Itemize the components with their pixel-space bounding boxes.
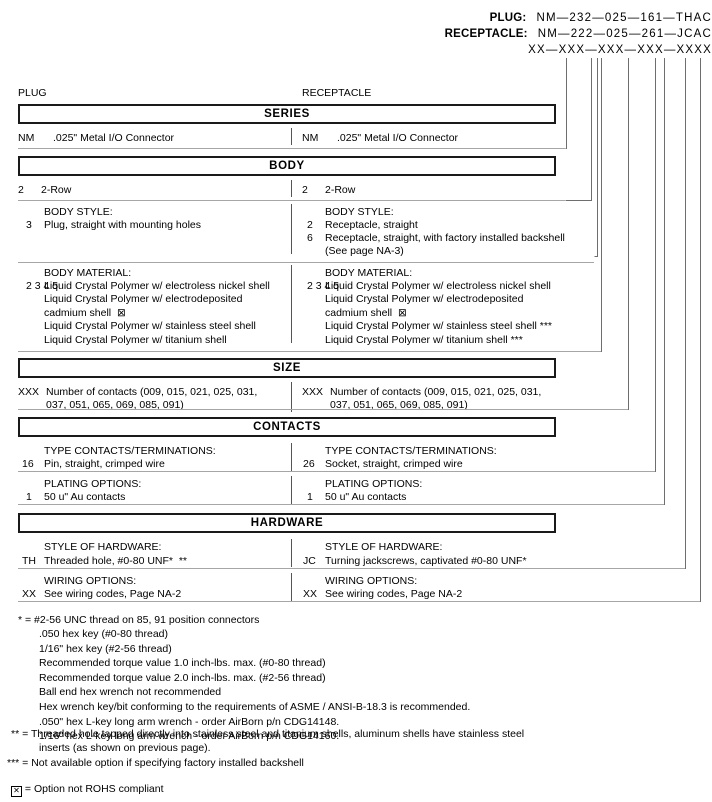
body-style-receptacle-text-2: Receptacle, straight, with factory insta… [325,232,565,244]
contacts-type-column-divider [291,443,292,471]
part-number-receptacle-row: RECEPTACLE: NM—222—025—261—JCAC [0,28,712,44]
contacts-type-plug-code: 16 [22,458,34,470]
divider-after-plating [18,504,664,505]
body-row-receptacle-code: 2 [302,184,308,196]
contacts-plating-plug-code: 1 [26,491,32,503]
part-number-plug-label: PLUG: [489,12,527,24]
body-style-plug-code: 3 [26,219,32,231]
section-bar-size: SIZE [18,358,556,378]
body-style-receptacle-heading: BODY STYLE: [325,206,394,218]
series-plug-text: .025" Metal I/O Connector [53,132,175,144]
hardware-style-plug-code: TH [22,555,36,567]
part-number-mask-row: XX—XXX—XXX—XXX—XXXX [0,44,712,60]
footnote-single-star-rest: .050 hex key (#0-80 thread) 1/16" hex ke… [39,628,471,743]
body-style-plug-text: Plug, straight with mounting holes [44,219,202,231]
hardware-style-plug-heading: STYLE OF HARDWARE: [44,541,162,553]
size-receptacle-text: Number of contacts (009, 015, 021, 025, … [330,386,542,412]
divider-after-size [18,409,628,410]
body-material-plug-lines: Liquid Crystal Polymer w/ electroless ni… [44,280,270,346]
series-receptacle-code: NM [302,132,319,144]
body-style-receptacle-code-1: 2 [307,219,313,231]
contacts-type-receptacle-heading: TYPE CONTACTS/TERMINATIONS: [325,445,497,457]
size-plug-text: Number of contacts (009, 015, 021, 025, … [46,386,258,412]
size-plug-code: XXX [18,386,40,398]
body-row-column-divider [291,180,292,197]
column-caption-plug: PLUG [18,87,47,99]
hardware-wiring-plug-text: See wiring codes, Page NA-2 [44,588,182,600]
contacts-type-plug-heading: TYPE CONTACTS/TERMINATIONS: [44,445,216,457]
divider-after-body-row [18,200,565,201]
body-row-receptacle-text: 2-Row [325,184,356,196]
footnote-double-star-line2: inserts (as shown on previous page). [39,742,211,754]
section-bar-hardware-label: HARDWARE [250,517,324,529]
body-style-column-divider [291,204,292,254]
contacts-plating-receptacle-text: 50 u" Au contacts [325,491,407,503]
body-material-plug-codes: 2 3 4 5 [26,280,59,292]
divider-after-body-material [18,351,601,352]
part-number-receptacle-label: RECEPTACLE: [444,28,528,40]
footnote-triple-star: *** = Not available option if specifying… [7,757,304,769]
body-material-plug-heading: BODY MATERIAL: [44,267,132,279]
series-column-divider [291,128,292,145]
section-bar-hardware: HARDWARE [18,513,556,533]
body-material-receptacle-codes: 2 3 4 5 [307,280,340,292]
footnote-rohs-text: = Option not ROHS compliant [24,783,164,795]
body-style-receptacle-code-2: 6 [307,232,313,244]
hardware-style-plug-text: Threaded hole, #0-80 UNF* ** [44,555,187,567]
section-bar-series: SERIES [18,104,556,124]
hardware-wiring-receptacle-code: XX [303,588,318,600]
section-bar-contacts: CONTACTS [18,417,556,437]
divider-after-wiring [18,601,700,602]
body-material-receptacle-heading: BODY MATERIAL: [325,267,413,279]
contacts-plating-plug-text: 50 u" Au contacts [44,491,126,503]
section-bar-body: BODY [18,156,556,176]
body-style-receptacle-text-2b: (See page NA-3) [325,245,404,257]
contacts-type-receptacle-text: Socket, straight, crimped wire [325,458,463,470]
contacts-type-receptacle-code: 26 [303,458,315,470]
part-number-header: PLUG: NM—232—025—161—THAC RECEPTACLE: NM… [0,12,712,60]
hardware-wiring-receptacle-heading: WIRING OPTIONS: [325,575,418,587]
divider-after-body-style [18,262,594,263]
contacts-plating-receptacle-heading: PLATING OPTIONS: [325,478,423,490]
series-receptacle-text: .025" Metal I/O Connector [337,132,459,144]
footnote-single-star-first: * = #2-56 UNC thread on 85, 91 position … [18,614,260,626]
hardware-style-receptacle-text: Turning jackscrews, captivated #0-80 UNF… [325,555,527,567]
size-receptacle-code: XXX [302,386,324,398]
hardware-style-receptacle-heading: STYLE OF HARDWARE: [325,541,443,553]
divider-after-series [18,148,565,149]
hardware-wiring-plug-code: XX [22,588,37,600]
section-bar-contacts-label: CONTACTS [253,421,321,433]
part-number-receptacle-value: NM—222—025—261—JCAC [537,28,712,40]
hardware-wiring-column-divider [291,573,292,601]
body-material-receptacle-lines: Liquid Crystal Polymer w/ electroless ni… [325,280,553,346]
contacts-plating-column-divider [291,476,292,504]
series-plug-code: NM [18,132,35,144]
rohs-noncompliant-icon: ✕ [11,786,22,797]
section-bar-series-label: SERIES [264,108,310,120]
footnote-rohs: ✕ = Option not ROHS compliant [11,782,164,797]
body-row-plug-code: 2 [18,184,24,196]
divider-after-contacts-type [18,471,655,472]
body-row-plug-text: 2-Row [41,184,72,196]
size-column-divider [291,382,292,412]
section-bar-body-label: BODY [269,160,305,172]
part-number-plug-value: NM—232—025—161—THAC [536,12,712,24]
contacts-plating-receptacle-code: 1 [307,491,313,503]
contacts-type-plug-text: Pin, straight, crimped wire [44,458,165,470]
divider-after-hardware-style [18,568,685,569]
body-style-receptacle-text-1: Receptacle, straight [325,219,418,231]
hardware-wiring-receptacle-text: See wiring codes, Page NA-2 [325,588,463,600]
part-number-mask-value: XX—XXX—XXX—XXX—XXXX [528,44,712,56]
body-style-plug-heading: BODY STYLE: [44,206,113,218]
hardware-style-receptacle-code: JC [303,555,316,567]
column-caption-receptacle: RECEPTACLE [302,87,372,99]
section-bar-size-label: SIZE [273,362,301,374]
part-number-plug-row: PLUG: NM—232—025—161—THAC [0,12,712,28]
body-material-column-divider [291,265,292,343]
footnote-double-star-line1: ** = Threaded hole tapped directly into … [11,728,525,740]
contacts-plating-plug-heading: PLATING OPTIONS: [44,478,142,490]
hardware-wiring-plug-heading: WIRING OPTIONS: [44,575,137,587]
hardware-style-column-divider [291,539,292,567]
